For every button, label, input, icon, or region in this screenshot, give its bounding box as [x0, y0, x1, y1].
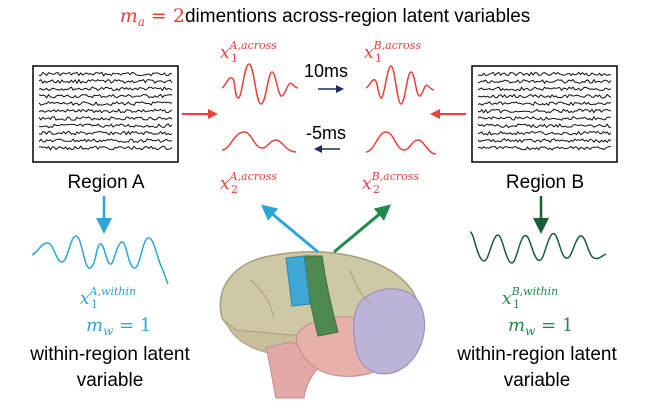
neural-trace — [477, 86, 612, 92]
across-label-b2-sub: 2 — [373, 183, 380, 196]
neural-trace — [38, 116, 173, 121]
region-a-recording — [32, 65, 179, 163]
within-label-a: xA,within — [80, 285, 136, 309]
region-b-recording — [471, 65, 618, 163]
across-label-a1: xA,across — [220, 39, 277, 63]
across-label-b1-sub: 1 — [375, 52, 382, 65]
across-wave-a2 — [221, 131, 297, 153]
neural-trace — [38, 138, 173, 144]
across-label-a2-sub: 2 — [231, 183, 238, 196]
across-wave-a1 — [221, 63, 299, 105]
neural-trace — [478, 93, 612, 99]
across-wave-b1 — [365, 65, 435, 105]
neural-trace — [477, 123, 612, 129]
neural-trace — [477, 145, 612, 151]
within-dim-b: mw = 1 — [508, 315, 573, 338]
lag-label-2: -5ms — [306, 123, 346, 143]
neural-trace — [477, 138, 612, 144]
brain-to-across-a-arrow — [260, 204, 319, 254]
neural-trace — [477, 100, 612, 107]
brain-illustration — [219, 251, 426, 399]
neural-trace — [38, 93, 173, 99]
region-b-label: Region B — [506, 172, 584, 193]
neural-trace — [38, 101, 173, 106]
across-label-b1: xB,across — [364, 39, 421, 63]
within-wave-a — [31, 235, 169, 285]
neural-trace — [39, 145, 173, 151]
within-dim-a: mw = 1 — [86, 315, 151, 338]
neural-trace — [38, 78, 173, 85]
region-a-label: Region A — [67, 172, 144, 193]
neural-trace — [477, 71, 612, 77]
neural-trace — [38, 108, 173, 114]
within-label-a-sub: 1 — [91, 298, 98, 311]
within-label-b: xB,within — [502, 285, 558, 309]
neural-trace — [477, 78, 612, 85]
across-label-a2: xA,across — [220, 170, 277, 194]
across-label-a1-sub: 1 — [231, 52, 238, 65]
diagram-title: ma = 2dimentions across-region latent va… — [120, 5, 531, 29]
within-label-b-sub: 1 — [513, 298, 520, 311]
across-wave-b2 — [365, 131, 437, 155]
lag-label-1: 10ms — [304, 61, 348, 81]
neural-trace — [38, 123, 173, 129]
neural-trace — [38, 86, 173, 92]
across-label-b2: xB,across — [362, 170, 419, 194]
within-caption-left-line1: within-region latent — [29, 344, 190, 365]
within-caption-right-line1: within-region latent — [456, 344, 617, 365]
neural-trace — [477, 130, 612, 136]
neural-trace — [38, 71, 173, 77]
neural-trace — [38, 130, 173, 136]
within-caption-left-line2: variable — [77, 370, 144, 391]
within-wave-b — [469, 231, 607, 264]
brain-to-across-b-arrow — [333, 204, 392, 254]
neural-trace — [477, 108, 612, 114]
neural-trace — [477, 115, 612, 121]
within-caption-right-line2: variable — [504, 370, 571, 391]
